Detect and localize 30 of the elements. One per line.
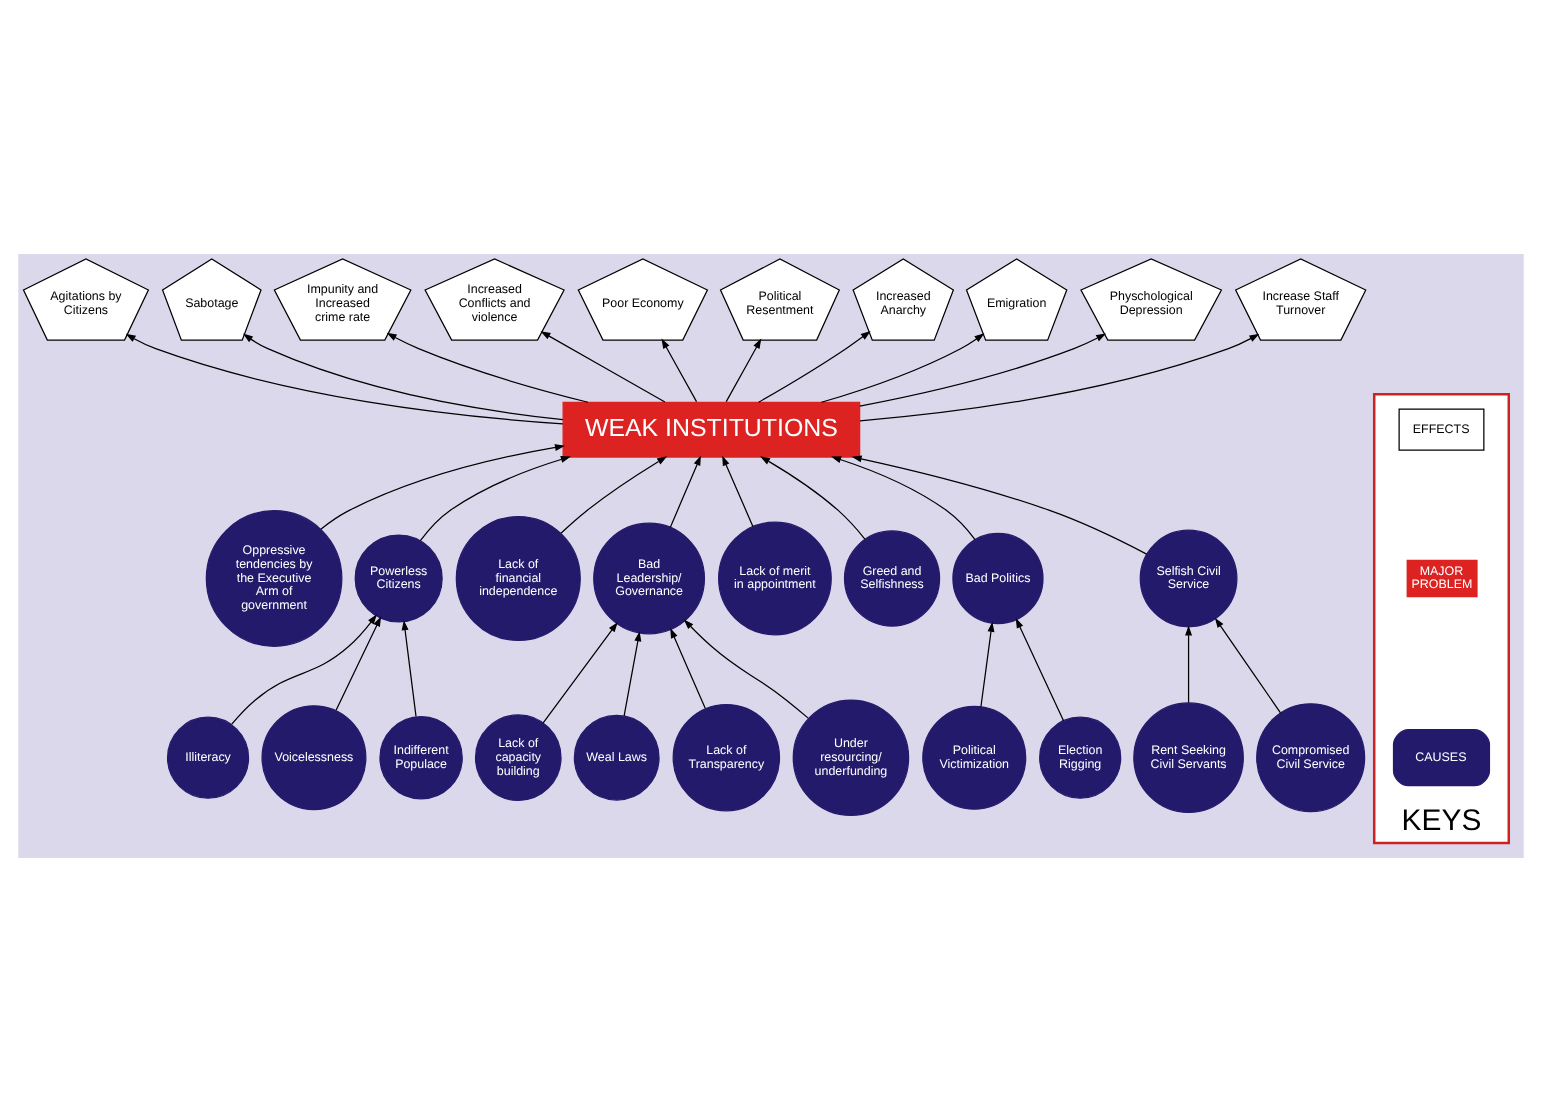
arrow: [820, 333, 985, 403]
arrow: [540, 331, 666, 403]
arrow: [386, 332, 589, 403]
arrow: [725, 338, 762, 403]
arrow: [242, 333, 564, 421]
arrow: [683, 619, 809, 719]
arrow: [125, 333, 564, 425]
arrow: [760, 456, 866, 540]
arrow: [231, 614, 377, 725]
arrow: [542, 622, 618, 724]
arrow: [1015, 618, 1065, 722]
arrow: [670, 628, 706, 709]
arrow: [831, 456, 976, 541]
arrow: [320, 444, 565, 530]
arrow: [661, 338, 698, 403]
arrow: [859, 333, 1107, 407]
arrow: [859, 333, 1260, 422]
node-box: WEAK INSTITUTIONS: [562, 401, 861, 458]
arrow: [419, 456, 571, 542]
arrow: [722, 455, 754, 528]
arrow: [623, 631, 642, 717]
arrow: [851, 455, 1148, 555]
arrow: [560, 456, 668, 534]
arrow: [757, 330, 871, 403]
arrow: [980, 621, 995, 708]
arrow: [335, 616, 382, 711]
arrow: [1185, 625, 1193, 704]
arrow: [401, 620, 417, 717]
arrow: [1214, 617, 1282, 714]
arrow: [669, 455, 701, 528]
